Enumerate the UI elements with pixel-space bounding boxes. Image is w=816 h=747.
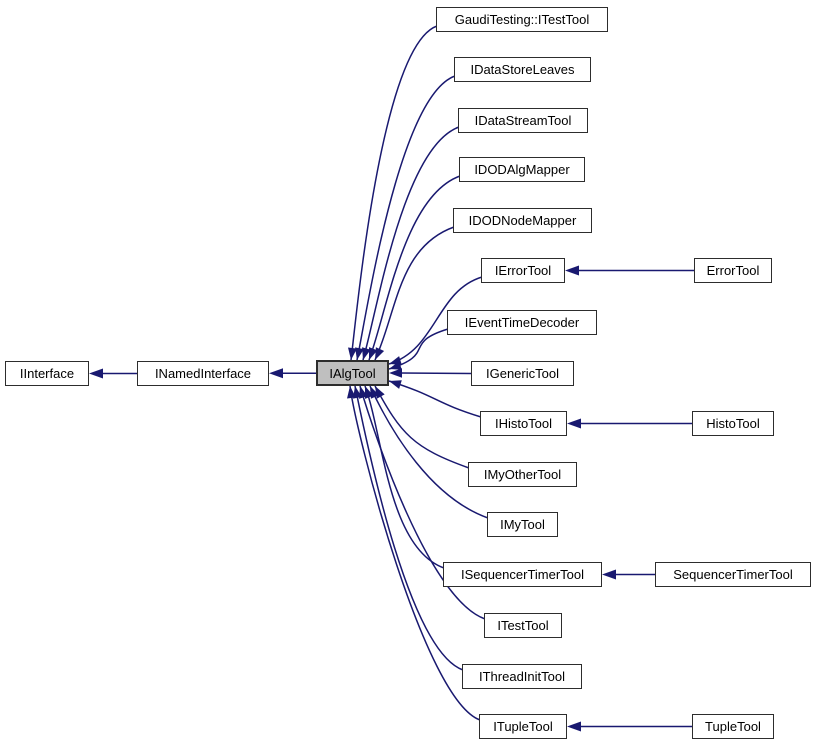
class-node-iinterface[interactable]: IInterface [5,361,89,386]
class-node-label: IMyOtherTool [483,467,562,482]
class-node-label: ITestTool [497,618,549,633]
class-node-idatastoreleaves[interactable]: IDataStoreLeaves [454,57,591,82]
inheritance-arrowhead [567,721,581,732]
class-node-itesttool[interactable]: ITestTool [484,613,562,638]
class-node-inamedinterface[interactable]: INamedInterface [137,361,269,386]
class-node-label: SequencerTimerTool [673,567,793,582]
inheritance-edge [374,385,470,469]
inheritance-arrowhead [389,356,402,365]
class-node-label: IThreadInitTool [479,669,565,684]
class-node-label: IAlgTool [329,365,376,381]
class-node-label: ErrorTool [706,263,760,278]
inheritance-edge [356,75,456,361]
inheritance-arrowhead [355,347,364,360]
inheritance-edge [362,126,460,361]
class-node-sequencertimertool[interactable]: SequencerTimerTool [655,562,811,587]
inheritance-arrowhead [567,418,581,429]
inheritance-edge [349,385,481,721]
class-node-ieventtimedecoder[interactable]: IEventTimeDecoder [447,310,597,335]
inheritance-edge [368,175,461,361]
class-node-imyothertool[interactable]: IMyOtherTool [468,462,577,487]
inheritance-edge [350,25,438,361]
class-node-igenerictool[interactable]: IGenericTool [471,361,574,386]
class-node-label: TupleTool [705,719,761,734]
inheritance-arrowhead [565,265,579,276]
inheritance-edge [388,276,483,365]
inheritance-arrowhead [359,386,368,399]
inheritance-arrowhead [375,347,385,360]
class-node-idodnodemapper[interactable]: IDODNodeMapper [453,208,592,233]
inheritance-arrowhead [362,347,371,360]
class-node-label: IDODAlgMapper [474,162,570,177]
class-node-errortool[interactable]: ErrorTool [694,258,772,283]
class-node-label: ITupleTool [493,719,553,734]
class-node-label: HistoTool [706,416,760,431]
class-node-ithreadinittool[interactable]: IThreadInitTool [462,664,582,689]
inheritance-edge [388,380,482,418]
inheritance-arrowhead [89,368,103,379]
class-node-label: ISequencerTimerTool [460,567,585,582]
inheritance-edge [388,328,449,370]
inheritance-edge [369,385,489,519]
inheritance-arrowhead [389,368,402,378]
class-node-itupletool[interactable]: ITupleTool [479,714,567,739]
class-node-label: IMyTool [500,517,545,532]
inheritance-arrowhead [269,368,283,379]
class-node-ihistotool[interactable]: IHistoTool [480,411,567,436]
class-node-label: IDataStreamTool [474,113,572,128]
class-node-label: IErrorTool [494,263,552,278]
class-node-ierrortool[interactable]: IErrorTool [481,258,565,283]
inheritance-edge [364,385,445,569]
class-node-imytool[interactable]: IMyTool [487,512,558,537]
class-node-label: IEventTimeDecoder [464,315,580,330]
inheritance-arrowhead [369,347,378,360]
inheritance-arrowhead [347,386,356,399]
class-node-idodalgmapper[interactable]: IDODAlgMapper [459,157,585,182]
class-node-tupletool[interactable]: TupleTool [692,714,774,739]
class-node-idatastreamtool[interactable]: IDataStreamTool [458,108,588,133]
class-node-ialgtool: IAlgTool [316,360,389,386]
inheritance-edge [354,385,464,671]
inheritance-arrowhead [602,569,616,580]
class-node-gauditesting-itesttool[interactable]: GaudiTesting::ITestTool [436,7,608,32]
inheritance-edge [374,226,455,361]
inheritance-edge [359,385,486,620]
class-node-label: IDataStoreLeaves [470,62,575,77]
class-node-label: GaudiTesting::ITestTool [454,12,590,27]
class-node-label: IInterface [19,366,75,381]
inheritance-arrowhead [389,361,402,370]
class-node-histotool[interactable]: HistoTool [692,411,774,436]
class-node-label: IHistoTool [494,416,553,431]
class-node-label: INamedInterface [154,366,252,381]
class-node-isequencertimertool[interactable]: ISequencerTimerTool [443,562,602,587]
inheritance-arrowhead [375,386,385,399]
inheritance-arrowhead [389,380,402,389]
class-node-label: IDODNodeMapper [468,213,577,228]
inheritance-edge [399,372,472,375]
inheritance-arrowhead [348,347,357,360]
inheritance-arrowhead [353,386,362,399]
class-node-label: IGenericTool [486,366,559,381]
